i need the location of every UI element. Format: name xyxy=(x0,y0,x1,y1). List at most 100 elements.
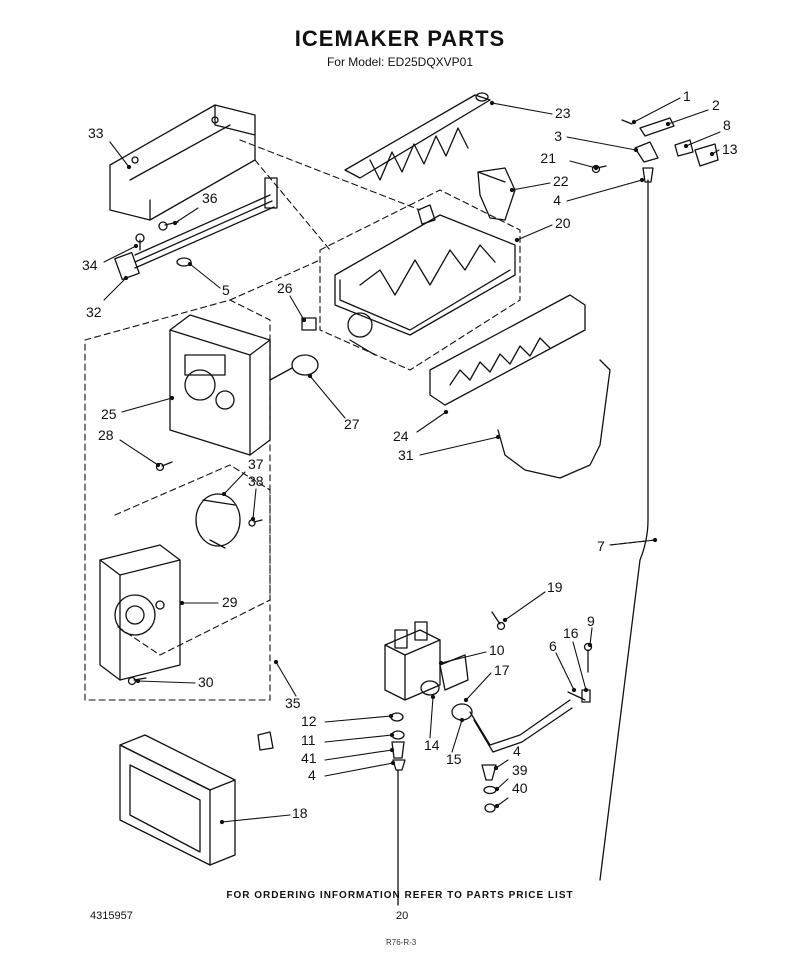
callout-label-10: 10 xyxy=(489,642,505,658)
callout-label-12: 12 xyxy=(301,713,317,729)
leader-line-7 xyxy=(609,539,656,546)
leader-arrow-16 xyxy=(583,687,589,693)
leader-arrow-17 xyxy=(463,697,469,703)
leader-arrow-37 xyxy=(221,491,227,497)
callout-label-34: 34 xyxy=(82,257,98,273)
leader-arrow-28 xyxy=(155,462,161,468)
leader-line-2 xyxy=(667,109,709,125)
leader-line-28 xyxy=(119,439,159,466)
callout-label-1: 1 xyxy=(683,88,691,104)
callout-label-20: 20 xyxy=(555,215,571,231)
callout-label-8: 8 xyxy=(723,117,731,133)
part-37-motor xyxy=(195,493,263,549)
callout-label-17: 17 xyxy=(494,662,510,678)
leader-line-26 xyxy=(289,295,305,321)
callout-label-5: 5 xyxy=(222,282,230,298)
leader-arrow-21 xyxy=(593,165,599,171)
callout-label-40: 40 xyxy=(512,780,528,796)
dashed-group-lines xyxy=(84,139,656,701)
small-fasteners-upper-left xyxy=(135,221,192,267)
leader-arrow-10 xyxy=(438,660,444,666)
callout-label-25: 25 xyxy=(101,406,117,422)
leader-arrow-38 xyxy=(250,516,256,522)
leader-arrow-30 xyxy=(135,678,141,684)
leader-line-8 xyxy=(685,131,721,147)
part-28-screw xyxy=(155,461,173,472)
part-22-fill-cup xyxy=(477,167,516,221)
leader-arrow-9 xyxy=(587,642,593,648)
leader-line-11 xyxy=(324,734,393,743)
leader-arrow-13 xyxy=(709,151,715,157)
leader-line-15 xyxy=(451,719,463,753)
callout-label-2: 2 xyxy=(712,97,720,113)
callout-label-31: 31 xyxy=(398,447,414,463)
callout-label-4c: 4 xyxy=(513,743,521,759)
leader-arrow-25 xyxy=(169,395,175,401)
leader-arrow-18 xyxy=(219,819,225,825)
callout-label-37: 37 xyxy=(248,456,264,472)
leader-line-27 xyxy=(309,375,346,419)
part-17-14-15-valve-fittings xyxy=(420,680,573,753)
leader-arrow-20 xyxy=(514,237,520,243)
small-reference-mark: R76-R-3 xyxy=(386,938,417,947)
callout-label-9: 9 xyxy=(587,613,595,629)
leader-line-4c xyxy=(495,759,509,769)
leader-arrow-24 xyxy=(443,409,449,415)
leader-arrow-40 xyxy=(494,803,500,809)
callout-label-41: 41 xyxy=(301,750,317,766)
leader-line-19 xyxy=(504,591,546,621)
leader-line-17 xyxy=(465,672,492,701)
callout-label-4a: 4 xyxy=(553,192,561,208)
leader-line-20 xyxy=(516,224,553,241)
page-title: ICEMAKER PARTS xyxy=(294,26,506,51)
model-subtitle: For Model: ED25DQXVP01 xyxy=(326,55,474,69)
leader-line-40 xyxy=(496,797,509,807)
leader-arrow-1 xyxy=(631,119,637,125)
leader-line-10 xyxy=(440,651,487,664)
callout-label-35: 35 xyxy=(285,695,301,711)
leader-line-23 xyxy=(491,102,553,115)
leader-line-1 xyxy=(633,97,681,123)
leader-arrow-23 xyxy=(489,100,495,106)
callout-label-32: 32 xyxy=(86,304,102,320)
callout-label-14: 14 xyxy=(424,737,440,753)
leader-line-5 xyxy=(189,263,221,289)
callout-label-36: 36 xyxy=(202,190,218,206)
callout-label-38: 38 xyxy=(248,473,264,489)
leader-arrow-31 xyxy=(495,434,501,440)
leader-arrow-41 xyxy=(389,747,395,753)
callout-label-16: 16 xyxy=(563,625,579,641)
leader-line-33 xyxy=(109,141,130,168)
part-26-27-connectors xyxy=(269,317,319,381)
leader-line-37 xyxy=(223,471,246,495)
leader-line-35 xyxy=(275,661,297,697)
callout-label-28: 28 xyxy=(98,427,114,443)
document-number: 4315957 xyxy=(90,910,133,922)
leader-line-25 xyxy=(121,397,173,413)
leader-line-12 xyxy=(324,715,392,723)
leader-arrow-33 xyxy=(126,164,132,170)
leader-arrow-14 xyxy=(430,694,436,700)
callout-label-23: 23 xyxy=(555,105,571,121)
leader-arrow-32 xyxy=(123,275,129,281)
callout-label-39: 39 xyxy=(512,762,528,778)
leader-arrow-26 xyxy=(301,317,307,323)
leader-arrow-27 xyxy=(307,373,313,379)
leader-line-14 xyxy=(429,696,434,739)
leader-line-9 xyxy=(589,627,593,646)
leader-arrow-19 xyxy=(502,617,508,623)
part-29-drive-module xyxy=(99,544,181,681)
leader-arrow-4c xyxy=(493,765,499,771)
part-6-16-9-line-fittings xyxy=(567,642,593,703)
callout-label-22: 22 xyxy=(553,173,569,189)
leader-line-3 xyxy=(566,136,637,151)
leader-arrow-12 xyxy=(388,713,394,719)
callout-label-30: 30 xyxy=(198,674,214,690)
part-18-cover xyxy=(119,734,236,866)
part-32-wire-harness xyxy=(114,177,278,281)
leader-arrow-11 xyxy=(389,732,395,738)
leader-arrow-22 xyxy=(509,187,515,193)
leader-line-31 xyxy=(419,436,499,456)
